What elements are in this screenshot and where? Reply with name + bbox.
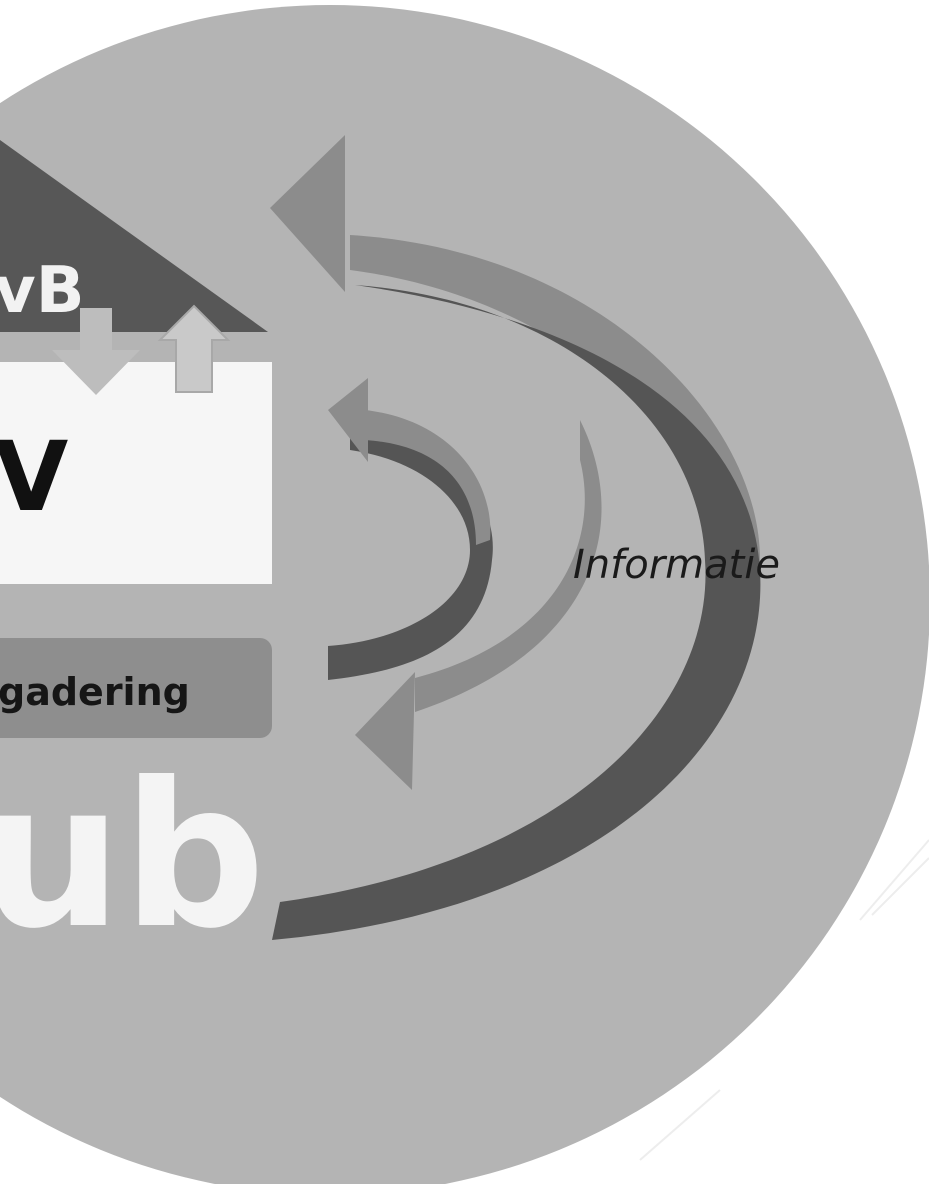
up-arrow bbox=[157, 304, 231, 393]
inner-arrow-head bbox=[328, 378, 368, 462]
meeting-bar bbox=[0, 638, 272, 738]
bar-label: gadering bbox=[0, 670, 190, 714]
inner-arc-light bbox=[365, 410, 491, 545]
roof-label: vB bbox=[0, 254, 85, 328]
information-label: Informatie bbox=[573, 542, 780, 588]
outer-arc-dark bbox=[272, 285, 761, 940]
down-arrow bbox=[52, 308, 140, 395]
middle-arc-light bbox=[415, 420, 602, 712]
inner-arc-dark bbox=[328, 420, 493, 680]
roof-triangle bbox=[0, 140, 268, 332]
decorative-streaks bbox=[639, 839, 929, 1161]
box-label: V bbox=[0, 421, 68, 533]
middle-arrow-head bbox=[355, 672, 415, 790]
big-word: ub bbox=[0, 740, 266, 973]
content-box bbox=[0, 362, 272, 584]
outer-arrow-head bbox=[270, 135, 345, 292]
